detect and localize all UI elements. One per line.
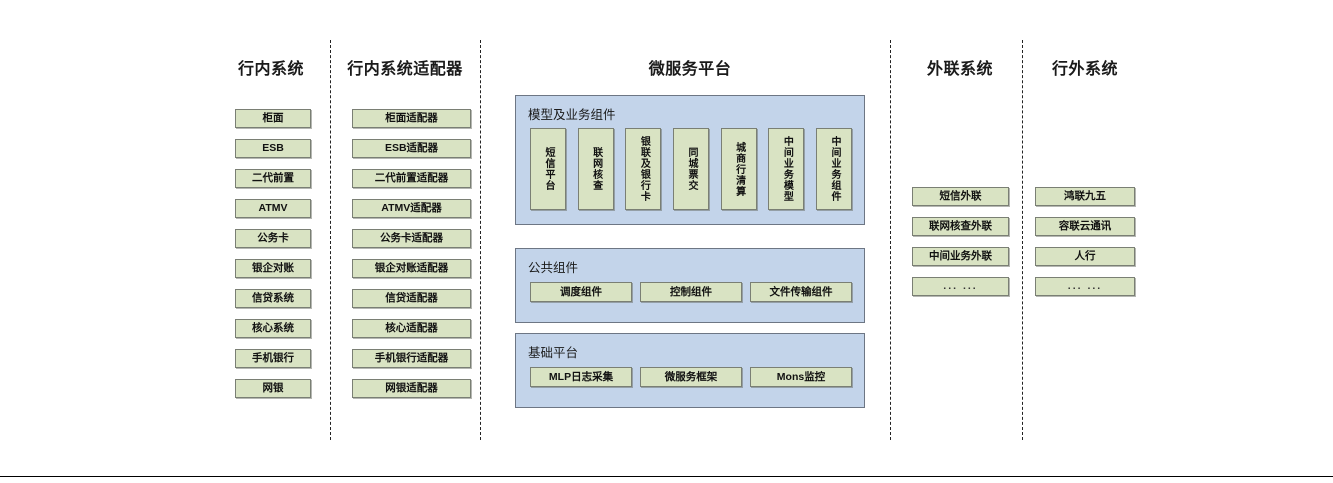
node-model-and-business-components-5[interactable]: 中间业务模型 [768, 128, 805, 210]
node-public-components-1[interactable]: 控制组件 [640, 282, 742, 302]
node-external-link-systems-2[interactable]: 中间业务外联 [912, 247, 1009, 266]
node-internal-adapters-7[interactable]: 核心适配器 [352, 319, 471, 338]
node-internal-adapters-0[interactable]: 柜面适配器 [352, 109, 471, 128]
node-internal-systems-3[interactable]: ATMV [235, 199, 311, 218]
panel-public-components: 公共组件调度组件控制组件文件传输组件 [515, 248, 865, 323]
node-internal-adapters-5[interactable]: 银企对账适配器 [352, 259, 471, 278]
node-base-platform-1[interactable]: 微服务框架 [640, 367, 742, 387]
column-title-internal-systems: 行内系统 [237, 61, 304, 78]
column-title-internal-adapters: 行内系统适配器 [347, 61, 463, 78]
node-outside-bank-systems-2[interactable]: 人行 [1035, 247, 1135, 266]
node-internal-systems-4[interactable]: 公务卡 [235, 229, 311, 248]
node-internal-systems-2[interactable]: 二代前置 [235, 169, 311, 188]
panel-model-and-business-components: 模型及业务组件短信平台联网核查银联及银行卡同城票交城商行清算中间业务模型中间业务… [515, 95, 865, 225]
node-model-and-business-components-1[interactable]: 联网核查 [577, 128, 614, 210]
node-internal-adapters-8[interactable]: 手机银行适配器 [352, 349, 471, 368]
node-model-and-business-components-0[interactable]: 短信平台 [530, 128, 566, 210]
node-public-components-0[interactable]: 调度组件 [530, 282, 632, 302]
node-external-link-systems-3[interactable]: ... ... [912, 277, 1009, 296]
node-model-and-business-components-3[interactable]: 同城票交 [673, 128, 709, 210]
node-outside-bank-systems-0[interactable]: 鸿联九五 [1035, 187, 1135, 206]
node-outside-bank-systems-1[interactable]: 容联云通讯 [1035, 217, 1135, 236]
node-public-components-2[interactable]: 文件传输组件 [750, 282, 852, 302]
panel-title-model-and-business-components: 模型及业务组件 [528, 108, 616, 122]
node-internal-adapters-2[interactable]: 二代前置适配器 [352, 169, 471, 188]
panel-title-public-components: 公共组件 [528, 261, 579, 275]
node-internal-systems-8[interactable]: 手机银行 [235, 349, 311, 368]
node-internal-adapters-9[interactable]: 网银适配器 [352, 379, 471, 398]
node-base-platform-2[interactable]: Mons监控 [750, 367, 852, 387]
node-base-platform-0[interactable]: MLP日志采集 [530, 367, 632, 387]
node-external-link-systems-0[interactable]: 短信外联 [912, 187, 1009, 206]
divider-after-adapters [480, 40, 481, 440]
node-internal-adapters-4[interactable]: 公务卡适配器 [352, 229, 471, 248]
panel-base-platform: 基础平台 MLP日志采集微服务框架 Mons监控 [515, 333, 865, 408]
node-internal-adapters-1[interactable]: ESB适配器 [352, 139, 471, 158]
node-internal-systems-7[interactable]: 核心系统 [235, 319, 311, 338]
node-external-link-systems-1[interactable]: 联网核查外联 [912, 217, 1009, 236]
panel-title-base-platform: 基础平台 [528, 346, 579, 360]
node-internal-systems-6[interactable]: 信贷系统 [235, 289, 311, 308]
column-title-external-link-systems: 外联系统 [926, 61, 993, 78]
divider-before-external-link [890, 40, 891, 440]
divider-before-outside-bank [1022, 40, 1023, 440]
node-internal-systems-0[interactable]: 柜面 [235, 109, 311, 128]
page-bottom-rule [0, 476, 1333, 477]
node-model-and-business-components-4[interactable]: 城商行清算 [720, 128, 757, 210]
node-internal-adapters-3[interactable]: ATMV适配器 [352, 199, 471, 218]
node-outside-bank-systems-3[interactable]: ... ... [1035, 277, 1135, 296]
node-internal-systems-1[interactable]: ESB [235, 139, 311, 158]
node-model-and-business-components-6[interactable]: 中间业务组件 [816, 128, 852, 210]
node-internal-systems-5[interactable]: 银企对账 [235, 259, 311, 278]
node-internal-adapters-6[interactable]: 信贷适配器 [352, 289, 471, 308]
node-internal-systems-9[interactable]: 网银 [235, 379, 311, 398]
divider-after-internal-systems [330, 40, 331, 440]
node-model-and-business-components-2[interactable]: 银联及银行卡 [625, 128, 662, 210]
column-title-outside-bank-systems: 行外系统 [1051, 61, 1118, 78]
platform-title: 微服务平台 [648, 61, 732, 78]
